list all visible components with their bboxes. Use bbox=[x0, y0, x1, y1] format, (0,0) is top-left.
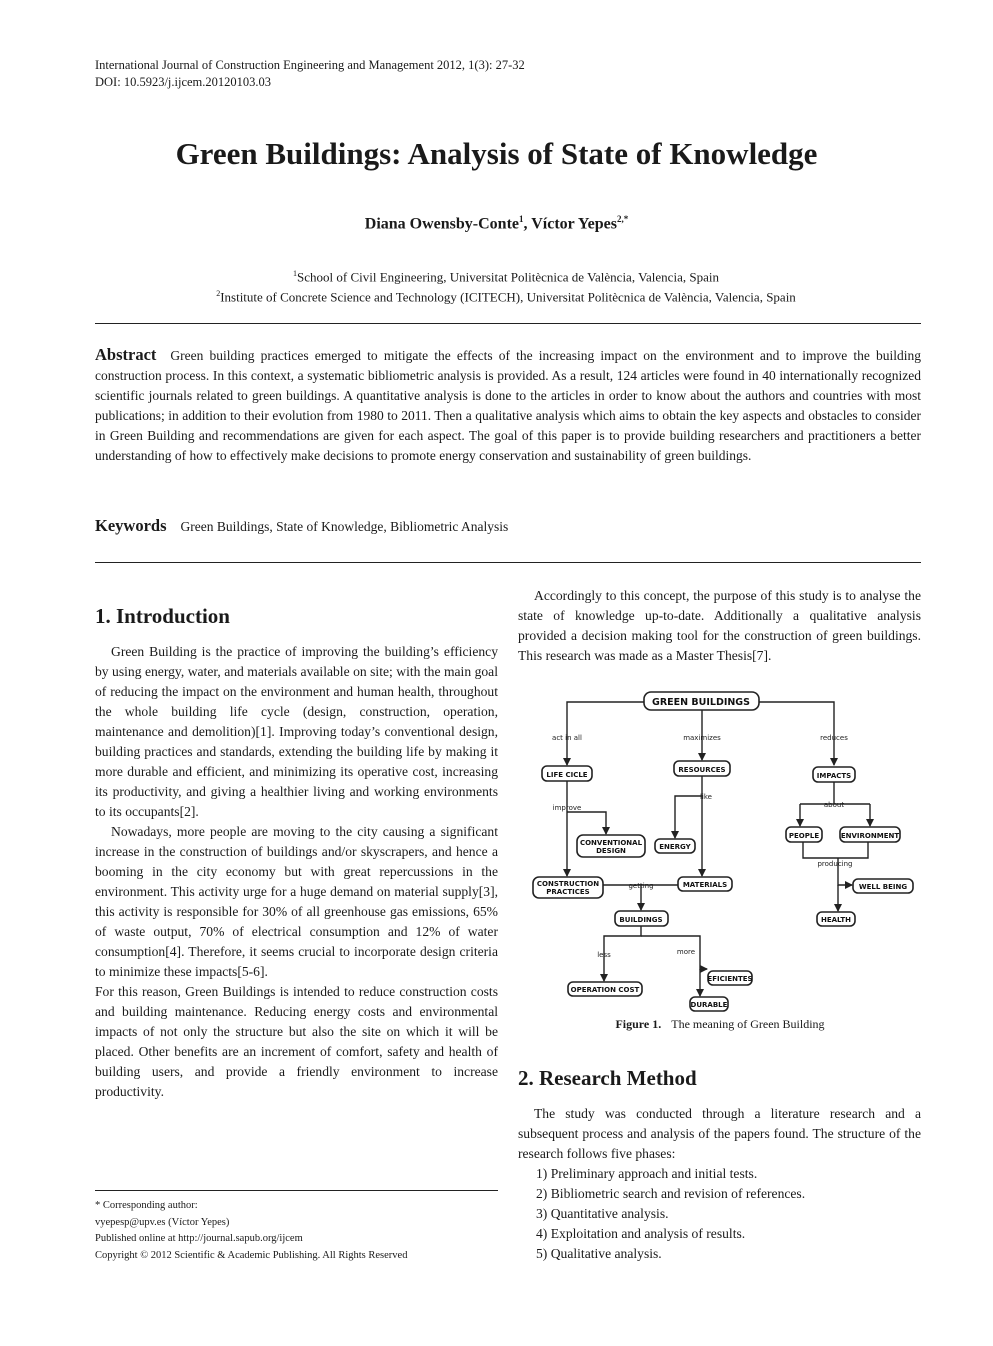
node-life-cycle: LIFE CICLE bbox=[546, 771, 587, 779]
intro-paragraph-3: For this reason, Green Buildings is inte… bbox=[95, 984, 498, 1099]
intro-paragraph-2: Nowadays, more people are moving to the … bbox=[95, 824, 498, 979]
corresponding-author: * Corresponding author: bbox=[95, 1200, 198, 1211]
node-buildings: BUILDINGS bbox=[619, 916, 662, 924]
intro-paragraph-4: Accordingly to this concept, the purpose… bbox=[518, 588, 921, 663]
figure-label: Figure 1. bbox=[615, 1017, 662, 1031]
link-reduces: reduces bbox=[820, 734, 848, 742]
phase-item: 3) Quantitative analysis. bbox=[536, 1206, 669, 1221]
affiliation-1: 1School of Civil Engineering, Universita… bbox=[0, 265, 993, 285]
affiliation-2-text: Institute of Concrete Science and Techno… bbox=[220, 289, 796, 305]
phase-item: 1) Preliminary approach and initial test… bbox=[536, 1166, 758, 1181]
journal-header: International Journal of Construction En… bbox=[95, 57, 525, 91]
keywords: Keywords Green Buildings, State of Knowle… bbox=[95, 516, 921, 536]
node-green-buildings: GREEN BUILDINGS bbox=[652, 697, 750, 708]
node-materials: MATERIALS bbox=[683, 881, 727, 889]
intro-paragraph-1: Green Building is the practice of improv… bbox=[95, 644, 498, 819]
node-conventional: CONVENTIONAL bbox=[580, 839, 643, 847]
keywords-label: Keywords bbox=[95, 516, 167, 535]
node-impacts: IMPACTS bbox=[817, 772, 851, 780]
phase-item: 5) Qualitative analysis. bbox=[536, 1246, 662, 1261]
published-online: Published online at http://journal.sapub… bbox=[95, 1233, 303, 1244]
abstract-text: Green building practices emerged to miti… bbox=[95, 348, 921, 463]
footnote: * Corresponding author: vyepesp@upv.es (… bbox=[95, 1198, 407, 1264]
affiliation-2-mark: 2 bbox=[216, 289, 221, 299]
link-like: like bbox=[700, 793, 712, 801]
author-2: Víctor Yepes bbox=[531, 215, 617, 233]
left-column: Green Building is the practice of improv… bbox=[95, 642, 498, 1102]
node-design: DESIGN bbox=[596, 847, 626, 855]
author-1-affil: 1 bbox=[519, 214, 524, 224]
author-line: Diana Owensby-Conte1, Víctor Yepes2,* bbox=[0, 214, 993, 233]
journal-citation: International Journal of Construction En… bbox=[95, 58, 525, 72]
doi: DOI: 10.5923/j.ijcem.20120103.03 bbox=[95, 75, 272, 89]
author-separator: , bbox=[523, 215, 532, 233]
author-2-affil: 2,* bbox=[616, 214, 629, 224]
node-operation-cost: OPERATION COST bbox=[571, 986, 640, 994]
link-maximizes: maximizes bbox=[683, 734, 721, 742]
node-health: HEALTH bbox=[821, 916, 851, 924]
figure-caption: Figure 1. The meaning of Green Building bbox=[520, 1017, 920, 1032]
keywords-text: Green Buildings, State of Knowledge, Bib… bbox=[180, 519, 509, 534]
figure-caption-text: The meaning of Green Building bbox=[671, 1017, 825, 1031]
bottom-divider bbox=[95, 562, 921, 563]
affiliations: 1School of Civil Engineering, Universita… bbox=[0, 265, 993, 306]
link-act-in-all: act in all bbox=[552, 734, 582, 742]
affiliation-1-mark: 1 bbox=[293, 269, 298, 278]
link-getting: getting bbox=[628, 882, 653, 890]
affiliation-2: 2Institute of Concrete Science and Techn… bbox=[0, 285, 993, 305]
author-1: Diana Owensby-Conte bbox=[364, 215, 519, 233]
phase-item: 4) Exploitation and analysis of results. bbox=[536, 1226, 746, 1241]
link-less: less bbox=[597, 951, 611, 959]
node-efficient: EFICIENTES bbox=[707, 975, 752, 983]
author-email: vyepesp@upv.es (Víctor Yepes) bbox=[95, 1216, 230, 1228]
paper-title: Green Buildings: Analysis of State of Kn… bbox=[175, 136, 818, 171]
method-text: The study was conducted through a litera… bbox=[518, 1104, 921, 1164]
method-paragraph-1: The study was conducted through a litera… bbox=[518, 1106, 921, 1161]
link-about: about bbox=[824, 801, 844, 809]
node-well-being: WELL BEING bbox=[859, 883, 907, 891]
node-construction: CONSTRUCTION bbox=[537, 880, 599, 888]
node-durable: DURABLE bbox=[691, 1001, 728, 1009]
link-improve: improve bbox=[553, 804, 582, 812]
copyright: Copyright © 2012 Scientific & Academic P… bbox=[95, 1249, 408, 1261]
link-more: more bbox=[677, 948, 695, 956]
method-heading: 2. Research Method bbox=[518, 1066, 697, 1090]
affiliation-1-text: School of Civil Engineering, Universitat… bbox=[297, 269, 719, 285]
intro-heading: 1. Introduction bbox=[95, 604, 230, 628]
phase-item: 2) Bibliometric search and revision of r… bbox=[536, 1186, 806, 1201]
abstract-label: Abstract bbox=[95, 345, 157, 364]
right-column-intro: Accordingly to this concept, the purpose… bbox=[518, 586, 921, 666]
node-environment: ENVIRONMENT bbox=[841, 832, 899, 840]
top-divider bbox=[95, 323, 921, 324]
link-producing: producing bbox=[817, 860, 852, 868]
node-energy: ENERGY bbox=[659, 843, 691, 851]
node-practices: PRACTICES bbox=[546, 888, 589, 896]
footnote-divider bbox=[95, 1190, 498, 1191]
node-people: PEOPLE bbox=[789, 832, 819, 840]
node-resources: RESOURCES bbox=[678, 766, 725, 774]
phase-list: 1) Preliminary approach and initial test… bbox=[536, 1164, 805, 1264]
